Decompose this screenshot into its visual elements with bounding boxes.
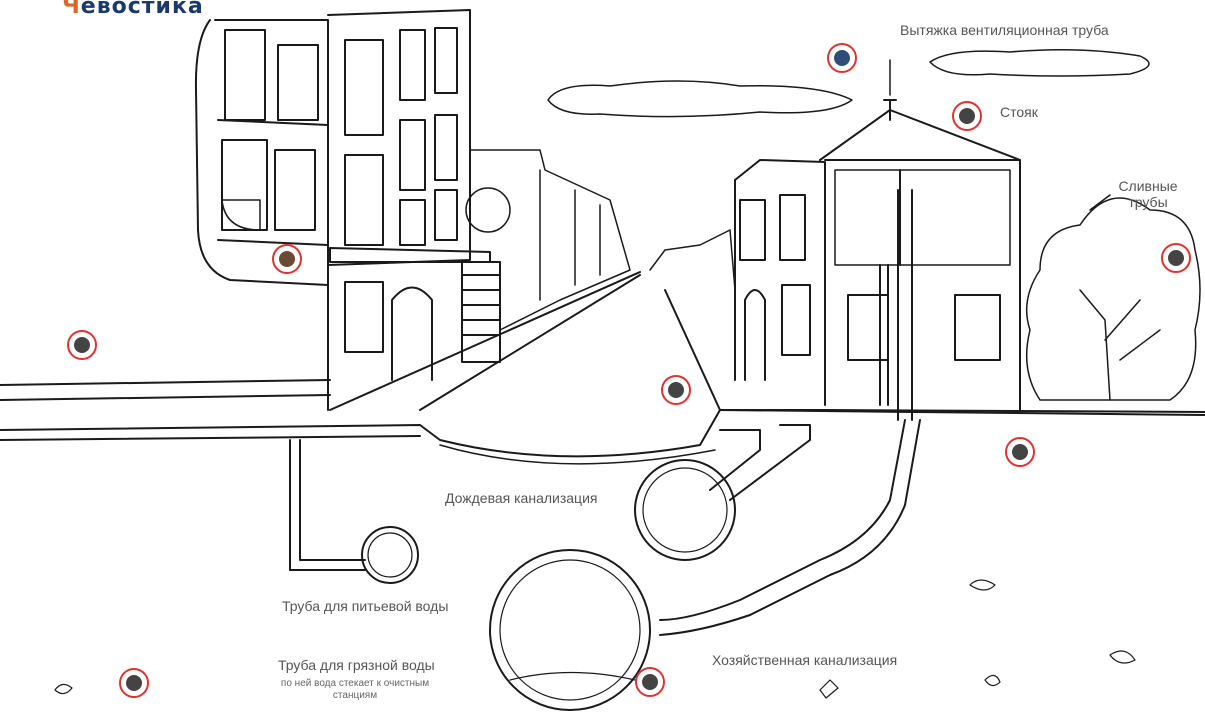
right-house	[735, 100, 1020, 420]
info-hotspot-icon[interactable]	[635, 667, 665, 697]
info-hotspot-icon[interactable]	[827, 43, 857, 73]
info-hotspot-icon[interactable]	[661, 375, 691, 405]
label-riser: Стояк	[1000, 104, 1038, 120]
info-hotspot-icon[interactable]	[67, 330, 97, 360]
info-hotspot-icon[interactable]	[1161, 243, 1191, 273]
storm-sewer-pipe	[710, 425, 810, 500]
street-buildings	[466, 150, 735, 330]
cloud-right	[930, 50, 1149, 76]
label-dirty-pipe: Труба для грязной воды	[278, 657, 435, 673]
cloud-left	[548, 81, 852, 117]
brand-logo: Чевостика	[62, 0, 204, 19]
drinking-water-pipe	[290, 440, 365, 570]
info-hotspot-icon[interactable]	[952, 101, 982, 131]
left-building	[196, 10, 500, 410]
label-vent-pipe: Вытяжка вентиляционная труба	[900, 22, 1109, 38]
label-dirty-pipe-note: по ней вода стекает к очистным станциям	[280, 678, 430, 702]
drinking-water-tank	[362, 527, 418, 583]
info-hotspot-icon[interactable]	[119, 668, 149, 698]
label-storm-sewer: Дождевая канализация	[445, 490, 597, 506]
sewer-collector	[490, 550, 650, 710]
label-drain-pipes: Сливные трубы	[1118, 178, 1178, 210]
label-drinking-pipe: Труба для питьевой воды	[282, 598, 448, 614]
street-left-edge	[420, 275, 640, 410]
tree-right	[1027, 198, 1200, 400]
label-household-sewer: Хозяйственная канализация	[712, 652, 897, 668]
info-hotspot-icon[interactable]	[1005, 437, 1035, 467]
storm-sewer-tank	[635, 460, 735, 560]
info-hotspot-icon[interactable]	[272, 244, 302, 274]
